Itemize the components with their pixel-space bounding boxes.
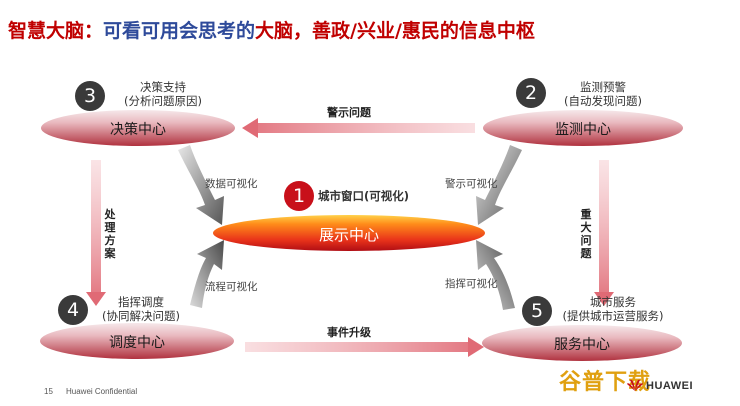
slide-title: 智慧大脑：可看可用会思考的大脑，善政/兴业/惠民的信息中枢: [8, 16, 708, 43]
badge-2: 2: [516, 78, 546, 108]
decision-note-line1: 决策支持: [140, 80, 186, 94]
title-part-2: 可看可用会思考的: [103, 20, 256, 42]
flow-warning-label: 警示问题: [327, 106, 371, 119]
arrow-service-to-display: [476, 240, 515, 310]
arrow-monitor-to-service: [594, 160, 614, 306]
confidential-label: Huawei Confidential: [66, 387, 138, 396]
dispatch-center-label: 调度中心: [109, 335, 165, 351]
huawei-flower-icon: [627, 379, 643, 391]
flow-process-vis-label: 流程可视化: [205, 281, 258, 293]
huawei-logo-text: HUAWEI: [646, 380, 693, 392]
arrow-monitor-to-display: [476, 145, 522, 225]
display-center-label: 展示中心: [318, 226, 379, 244]
arrow-decision-to-dispatch: [86, 160, 106, 306]
dispatch-center-node: [40, 323, 234, 359]
monitor-center-node: [483, 110, 683, 146]
dispatch-note-line2: (协同解决问题): [102, 309, 180, 323]
decision-center-label: 决策中心: [110, 122, 166, 138]
flow-major-label: 重大问题: [580, 208, 592, 260]
flow-event-label: 事件升级: [327, 326, 371, 339]
service-note-line2: (提供城市运营服务): [562, 309, 664, 323]
dispatch-note-line1: 指挥调度: [118, 295, 164, 309]
flow-handling-label: 处理方案: [104, 208, 116, 260]
display-center-node: [213, 215, 485, 251]
badge-4: 4: [58, 295, 88, 325]
decision-note: 决策支持 (分析问题原因): [108, 80, 218, 108]
monitor-note-line2: (自动发现问题): [564, 94, 642, 108]
decision-center-node: [41, 110, 235, 146]
service-note-line1: 城市服务: [590, 295, 636, 309]
dispatch-note: 指挥调度 (协同解决问题): [86, 295, 196, 323]
arrow-decision-to-display: [178, 145, 224, 225]
flow-data-vis-label: 数据可视化: [205, 178, 258, 190]
title-part-1: 智慧大脑：: [8, 20, 104, 42]
title-part-3: 大脑，善政/兴业/惠民的信息中枢: [255, 20, 535, 42]
badge-5: 5: [522, 296, 552, 326]
service-center-node: [482, 325, 682, 361]
monitor-center-label: 监测中心: [555, 122, 611, 138]
display-note: 城市窗口(可视化): [318, 189, 410, 203]
arrow-dispatch-to-service: [245, 337, 484, 357]
flow-command-vis-label: 指挥可视化: [445, 278, 498, 290]
monitor-note-line1: 监测预警: [580, 80, 626, 94]
page-number: 15: [44, 387, 53, 396]
monitor-note: 监测预警 (自动发现问题): [548, 80, 658, 108]
decision-note-line2: (分析问题原因): [124, 94, 202, 108]
arrow-dispatch-to-display: [190, 240, 224, 308]
service-note: 城市服务 (提供城市运营服务): [548, 295, 678, 323]
arrow-monitor-to-decision: [242, 118, 475, 138]
badge-1: 1: [284, 181, 314, 211]
service-center-label: 服务中心: [554, 337, 610, 353]
badge-3: 3: [75, 81, 105, 111]
flow-warning-vis-label: 警示可视化: [445, 178, 498, 190]
